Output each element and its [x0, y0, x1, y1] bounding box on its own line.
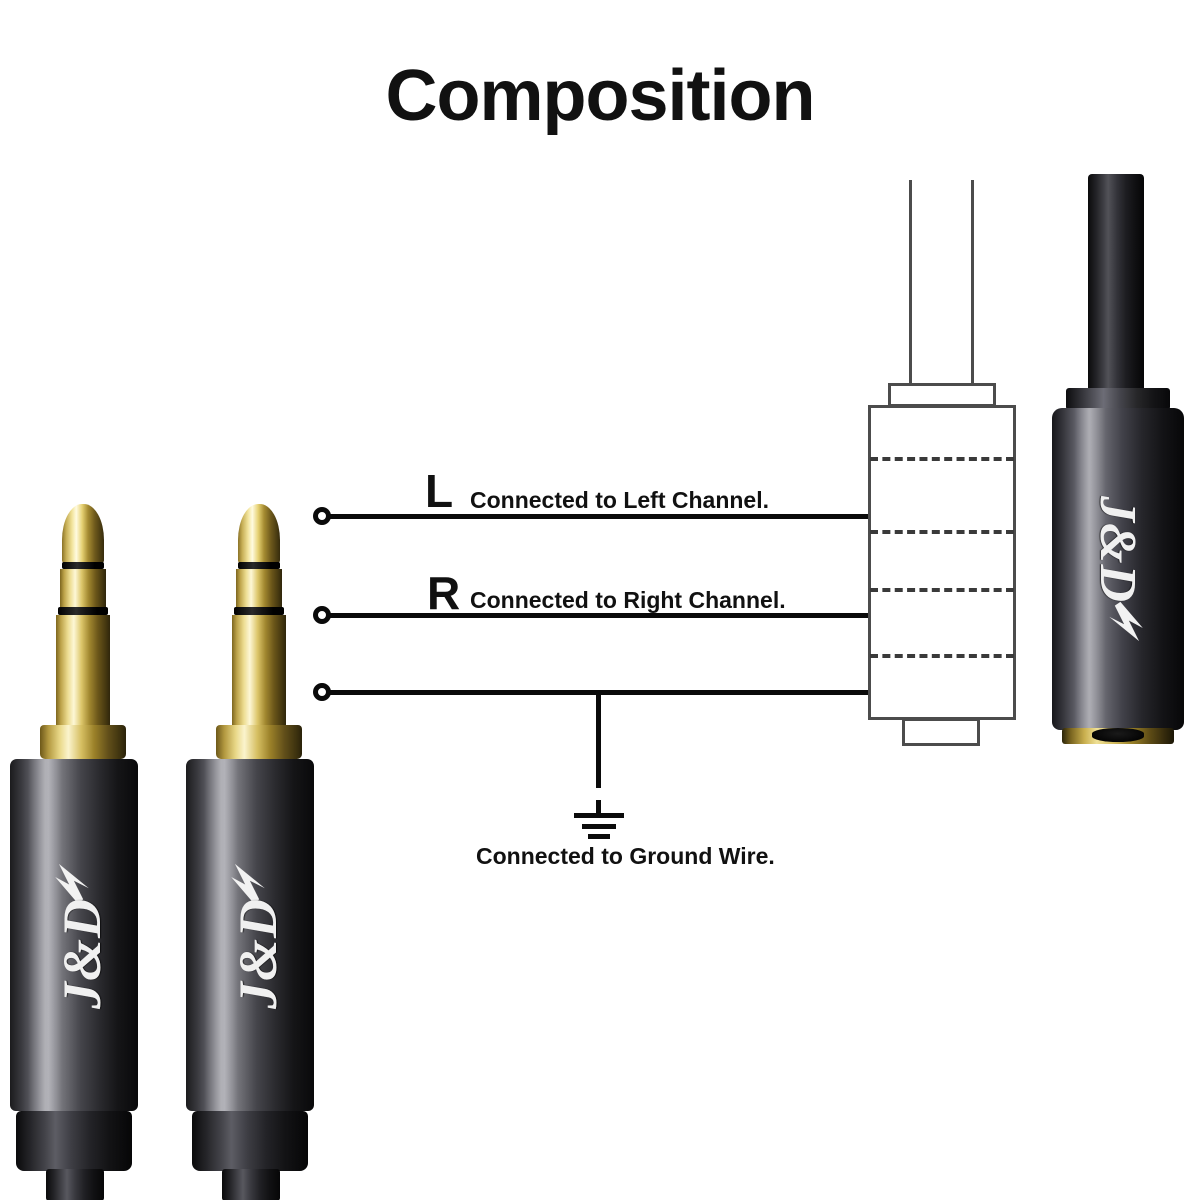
- female-cable: [1088, 174, 1144, 392]
- label-right-channel-text: Connected to Right Channel.: [470, 587, 786, 613]
- page-title: Composition: [385, 56, 816, 136]
- wire-ground-branch: [596, 692, 601, 788]
- male-plug-left: J&D: [0, 500, 160, 1200]
- jack-segment-divider-4: [870, 654, 1014, 658]
- barrel-gloss-female: [1074, 408, 1106, 730]
- plug-strain-relief-left-1: [16, 1111, 132, 1171]
- label-right-channel-marker: R: [427, 567, 461, 619]
- female-ferrule: [1066, 388, 1170, 410]
- female-barrel: [1052, 408, 1184, 730]
- ground-bar-2: [582, 824, 616, 829]
- ground-bar-1: [574, 813, 624, 818]
- plug-collar-left-2: [216, 725, 302, 759]
- jack-cable-line-right: [971, 180, 974, 385]
- ground-stem: [596, 800, 601, 814]
- plug-tip-left-1: [62, 504, 104, 564]
- plug-ring-section-left-2: [236, 569, 282, 607]
- plug-strain-relief-left-2: [192, 1111, 308, 1171]
- plug-sleeve-left-2: [232, 615, 286, 725]
- wire-ground: [330, 690, 916, 695]
- jack-top-tab: [888, 383, 996, 407]
- plug-ring-section-left-1: [60, 569, 106, 607]
- wire-right-channel: [330, 613, 916, 618]
- jack-bottom-tab: [902, 718, 980, 746]
- female-socket-hole: [1092, 728, 1144, 742]
- plug-collar-left-1: [40, 725, 126, 759]
- ground-bar-3: [588, 834, 610, 839]
- wire-left-channel: [330, 514, 916, 519]
- jack-cable-line-left: [909, 180, 912, 385]
- barrel-gloss-left-2: [204, 759, 238, 1111]
- jack-segment-divider-3: [870, 588, 1014, 592]
- label-left-channel-marker: L: [425, 465, 454, 517]
- jack-segment-divider-2: [870, 530, 1014, 534]
- plug-insulator-ring-2-left-2: [234, 607, 284, 615]
- barrel-gloss-left-1: [28, 759, 62, 1111]
- jack-body: [868, 405, 1016, 720]
- jack-segment-divider-1: [870, 457, 1014, 461]
- plug-barrel-left-2: [186, 759, 314, 1111]
- terminal-left-channel-source: [313, 507, 331, 525]
- male-plug-middle: J&D: [176, 500, 336, 1200]
- plug-insulator-ring-1-left-2: [238, 562, 280, 569]
- plug-tip-left-2: [238, 504, 280, 564]
- earth-ground-symbol: [560, 800, 640, 840]
- plug-insulator-ring-2-left-1: [58, 607, 108, 615]
- terminal-right-channel-source: [313, 606, 331, 624]
- plug-barrel-left-1: [10, 759, 138, 1111]
- plug-cable-left-2: [222, 1169, 280, 1200]
- plug-cable-left-1: [46, 1169, 104, 1200]
- label-ground-text: Connected to Ground Wire.: [476, 843, 775, 869]
- female-jack-connector: J&D: [1040, 160, 1200, 760]
- terminal-ground-source: [313, 683, 331, 701]
- plug-insulator-ring-1-left-1: [62, 562, 104, 569]
- label-left-channel-text: Connected to Left Channel.: [470, 487, 769, 513]
- plug-sleeve-left-1: [56, 615, 110, 725]
